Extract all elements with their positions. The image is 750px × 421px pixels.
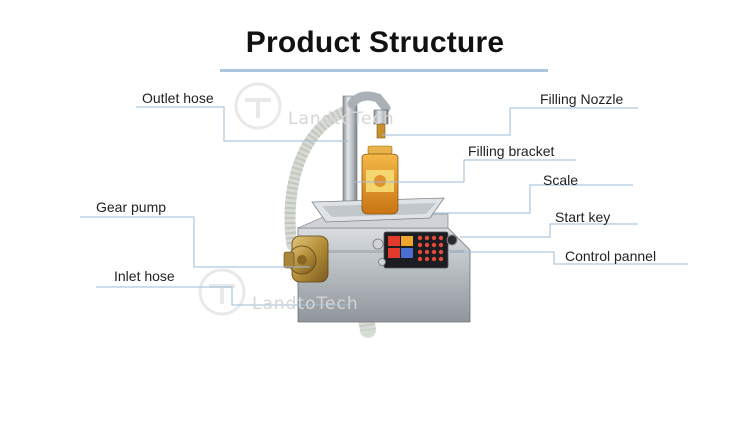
watermark-logo-bottom [198, 268, 246, 316]
page-title: Product Structure [245, 26, 505, 59]
leader-filling-nozzle [382, 107, 638, 136]
leader-outlet-hose [136, 106, 348, 142]
label-inlet-hose: Inlet hose [114, 268, 175, 284]
title-underline [220, 69, 548, 72]
watermark-logo-top [234, 82, 282, 130]
label-filling-bracket: Filling bracket [468, 143, 555, 159]
leader-control-pannel [448, 251, 688, 265]
leader-gear-pump [80, 216, 310, 268]
gear-pump [283, 235, 329, 283]
label-gear-pump: Gear pump [96, 199, 167, 215]
label-scale: Scale [543, 172, 579, 188]
watermark-text-top: LandtoTech [288, 109, 395, 129]
leader-inlet-hose [96, 286, 350, 306]
leader-filling-bracket [354, 159, 576, 183]
leader-start-key [460, 223, 638, 238]
label-filling-nozzle: Filling Nozzle [540, 91, 624, 107]
watermark-text-bottom: LandtoTech [252, 294, 359, 314]
label-outlet-hose: Outlet hose [142, 90, 214, 106]
label-control-pannel: Control pannel [565, 248, 657, 264]
label-start-key: Start key [555, 209, 611, 225]
leader-scale [432, 184, 633, 214]
start-key [446, 234, 458, 246]
